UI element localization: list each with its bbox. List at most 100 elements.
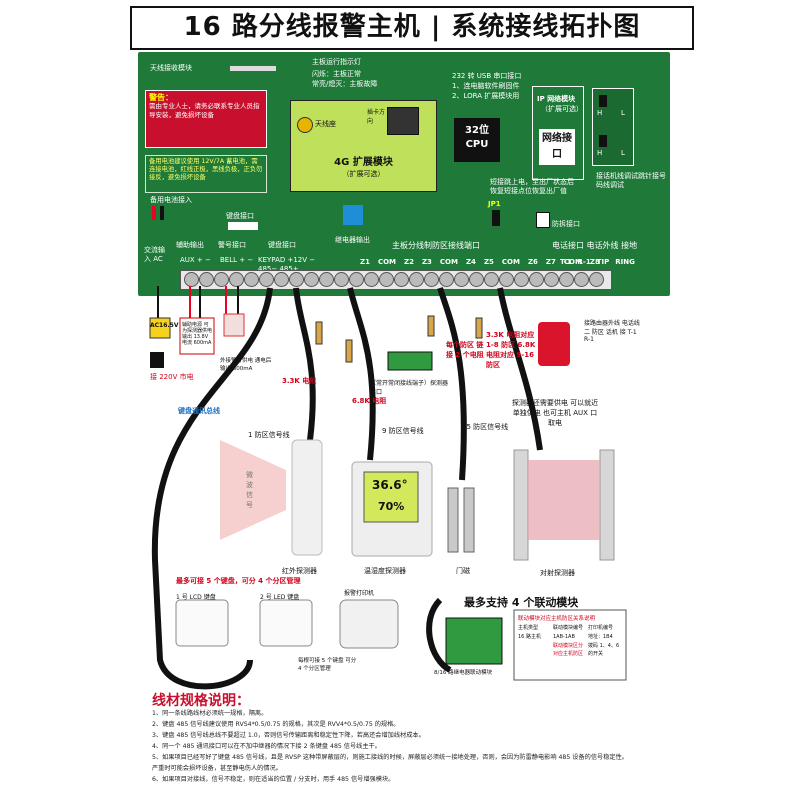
zone1-cable xyxy=(293,287,316,441)
wire-spec-item: 6、如果项目对接线，信号不稳定，则在适当的位置 / 分支时，用手 485 信号增… xyxy=(152,776,395,783)
terminal-screw xyxy=(529,272,544,287)
linkage-bus-note: 8/16 路继电器联动模块 xyxy=(434,670,493,676)
antenna-module-label: 天线接收模块 xyxy=(150,64,192,72)
ac-label: 交流输入 AC xyxy=(144,246,165,263)
terminal-screw xyxy=(199,272,214,287)
terminal-screw xyxy=(274,272,289,287)
usb-port-note-1: 1、连电脑软件刷固件 xyxy=(452,82,520,90)
linkage-cell: 16 路主机 xyxy=(518,634,541,640)
door-contact-a xyxy=(447,487,459,553)
psu-label: 辅助电源 可为探测器供电 输出 13.8V 电流 600mA xyxy=(182,322,213,346)
door-cable xyxy=(437,287,467,481)
aux-label: 辅助输出 xyxy=(176,241,204,249)
siren-icon xyxy=(223,313,245,337)
linkage-table: 主机类型 联动模块编号 打印机编号 16 路主机 1AB-1AB 地址：1B4 … xyxy=(518,624,622,658)
4g-module-subtitle: （扩展可选） xyxy=(342,170,385,178)
ip-module: IP 网络模块 （扩展可选） 网络接口 xyxy=(532,86,584,180)
keyboard-bus-cable xyxy=(151,287,273,690)
linkage-title: 最多支持 4 个联动模块 xyxy=(464,596,579,609)
tamper-label: 防拆接口 xyxy=(552,220,580,228)
keypad-pins: KEYPAD +12V − 485− 485+ xyxy=(258,256,316,273)
zone-pin: COM xyxy=(563,258,582,266)
phone-note: 接路由器外线 电话线 二 防区 话机 接 T-1 R-1 xyxy=(584,320,640,343)
warning-title: 警告： xyxy=(149,93,173,102)
jumper-l-bottom: L xyxy=(621,149,625,157)
keypad-note: 最多可接 5 个键盘，可分 4 个分区管理 xyxy=(176,577,301,585)
ac-adapter-label: AC16.5V xyxy=(150,322,179,329)
wire-spec-title: 线材规格说明： xyxy=(152,693,250,709)
resistor-33k-label: 3.3K 电阻 xyxy=(282,377,317,385)
door-contact-b xyxy=(463,487,475,553)
warning-box: 警告： 需由专业人士，请务必联系专业人员指导安装，避免损坏设备 xyxy=(145,90,267,148)
jp1-jumper xyxy=(492,210,500,226)
resistor-mapping-note: 3.3K 电阻对应 1-8 防区 6.8K 电阻对应 9-16 防区 xyxy=(486,331,536,369)
phone-pin: RING xyxy=(615,258,635,266)
status-light-note-1: 闪烁：主板正常 xyxy=(312,70,361,78)
resistor-68k-label: 6.8K 电阻 xyxy=(352,397,387,405)
resistor-3-3k xyxy=(315,321,323,345)
keypad2-label: 2 号 LED 键盘 xyxy=(260,594,300,601)
terminal-screw xyxy=(499,272,514,287)
power-plug-icon xyxy=(150,352,164,368)
terminal-screw xyxy=(439,272,454,287)
linkage-col: 主机类型 xyxy=(518,625,539,631)
zone-module-label: （常开常闭接线端子）探测器接口 xyxy=(370,380,449,396)
wire-zone15-label: 15 防区信号线 xyxy=(462,423,509,431)
phone-pin: T-1 xyxy=(560,258,572,266)
linkage-cable xyxy=(426,597,452,673)
aux-pins: AUX + − xyxy=(180,256,211,264)
keyboard-port-label: 键盘接口 xyxy=(226,212,254,220)
wire-spec-item: 5、如果项目已经写好了键盘 485 信号线，且是 RVSP 这种带屏蔽层的，则施… xyxy=(152,754,628,761)
zone-pin: Z4 xyxy=(465,258,476,266)
door-label: 门磁 xyxy=(456,567,470,575)
linkage-col: 联动模块编号 xyxy=(553,625,584,631)
status-light-label: 主板运行指示灯 xyxy=(312,58,361,66)
beam-post-right xyxy=(599,449,615,561)
zone-pin-labels: Z1 COM Z2 Z3 COM Z4 Z5 COM Z6 Z7 COM Z8 xyxy=(360,258,610,266)
zone-pin: Z5 xyxy=(483,258,494,266)
wire-spec-list: 1、同一条线路线材必须统一规格，隔离。 2、键盘 485 信号线建议使用 RVS… xyxy=(152,708,672,785)
terminal-screw xyxy=(409,272,424,287)
humidity-reading: 70% xyxy=(378,500,405,513)
bell-label: 警号接口 xyxy=(218,241,246,249)
ac-adapter-icon xyxy=(149,317,171,339)
phone-pin: R-1 xyxy=(577,258,591,266)
printer-icon xyxy=(339,599,399,649)
terminal-screw xyxy=(229,272,244,287)
battery-note: 备用电池建议使用 12V/7A 蓄电池，需连接电池，红线正极，黑线负极，正负勿接… xyxy=(145,155,267,193)
terminal-screw xyxy=(364,272,379,287)
relay-output xyxy=(343,205,363,225)
linkage-cell: 拨码 1、4、6 的开关 xyxy=(588,643,620,657)
psu-box xyxy=(179,317,215,355)
temp-sensor-label: 温湿度探测器 xyxy=(364,567,406,575)
resistor-3-3k xyxy=(427,315,435,337)
terminal-screw xyxy=(214,272,229,287)
sim-slot xyxy=(387,107,419,135)
zone-pin: Z2 xyxy=(404,258,414,266)
jumper-note: 接话机线调试跳针接号码线调试 xyxy=(596,172,666,189)
ip-module-label: IP 网络模块 xyxy=(537,95,576,103)
zone-pin: Z7 xyxy=(545,258,556,266)
antenna-seat-icon xyxy=(297,117,313,133)
terminal-screw xyxy=(454,272,469,287)
antenna-module-slot xyxy=(230,66,276,71)
terminal-screw xyxy=(349,272,364,287)
siren-note: 外接警号供电 通电后输出 600mA xyxy=(220,358,272,372)
zone-pin: COM xyxy=(377,258,397,266)
terminal-screw xyxy=(289,272,304,287)
terminal-screw xyxy=(304,272,319,287)
zone-pin: Z8 xyxy=(589,258,600,266)
page-title: 16 路分线报警主机 | 系统接线拓扑图 xyxy=(130,6,694,50)
terminal-screw xyxy=(394,272,409,287)
relay-output-label: 继电器输出 xyxy=(335,236,370,244)
printer-label: 报警打印机 xyxy=(344,590,375,597)
beam-post-left xyxy=(513,449,529,561)
phone-pin-labels: T-1 R-1 TIP RING xyxy=(560,258,635,266)
linkage-col: 打印机编号 xyxy=(588,625,614,631)
terminal-screw xyxy=(244,272,259,287)
bell-pins: BELL + − xyxy=(220,256,254,264)
wire-zone9-label: 9 防区信号线 xyxy=(382,427,424,435)
jp1-note: 短接跳上电，至出厂状态后恢复短接点位恢复出厂值 xyxy=(490,178,574,195)
keypad1-label: 1 号 LCD 键盘 xyxy=(176,594,216,601)
microwave-label: 微波信号 xyxy=(246,471,253,509)
